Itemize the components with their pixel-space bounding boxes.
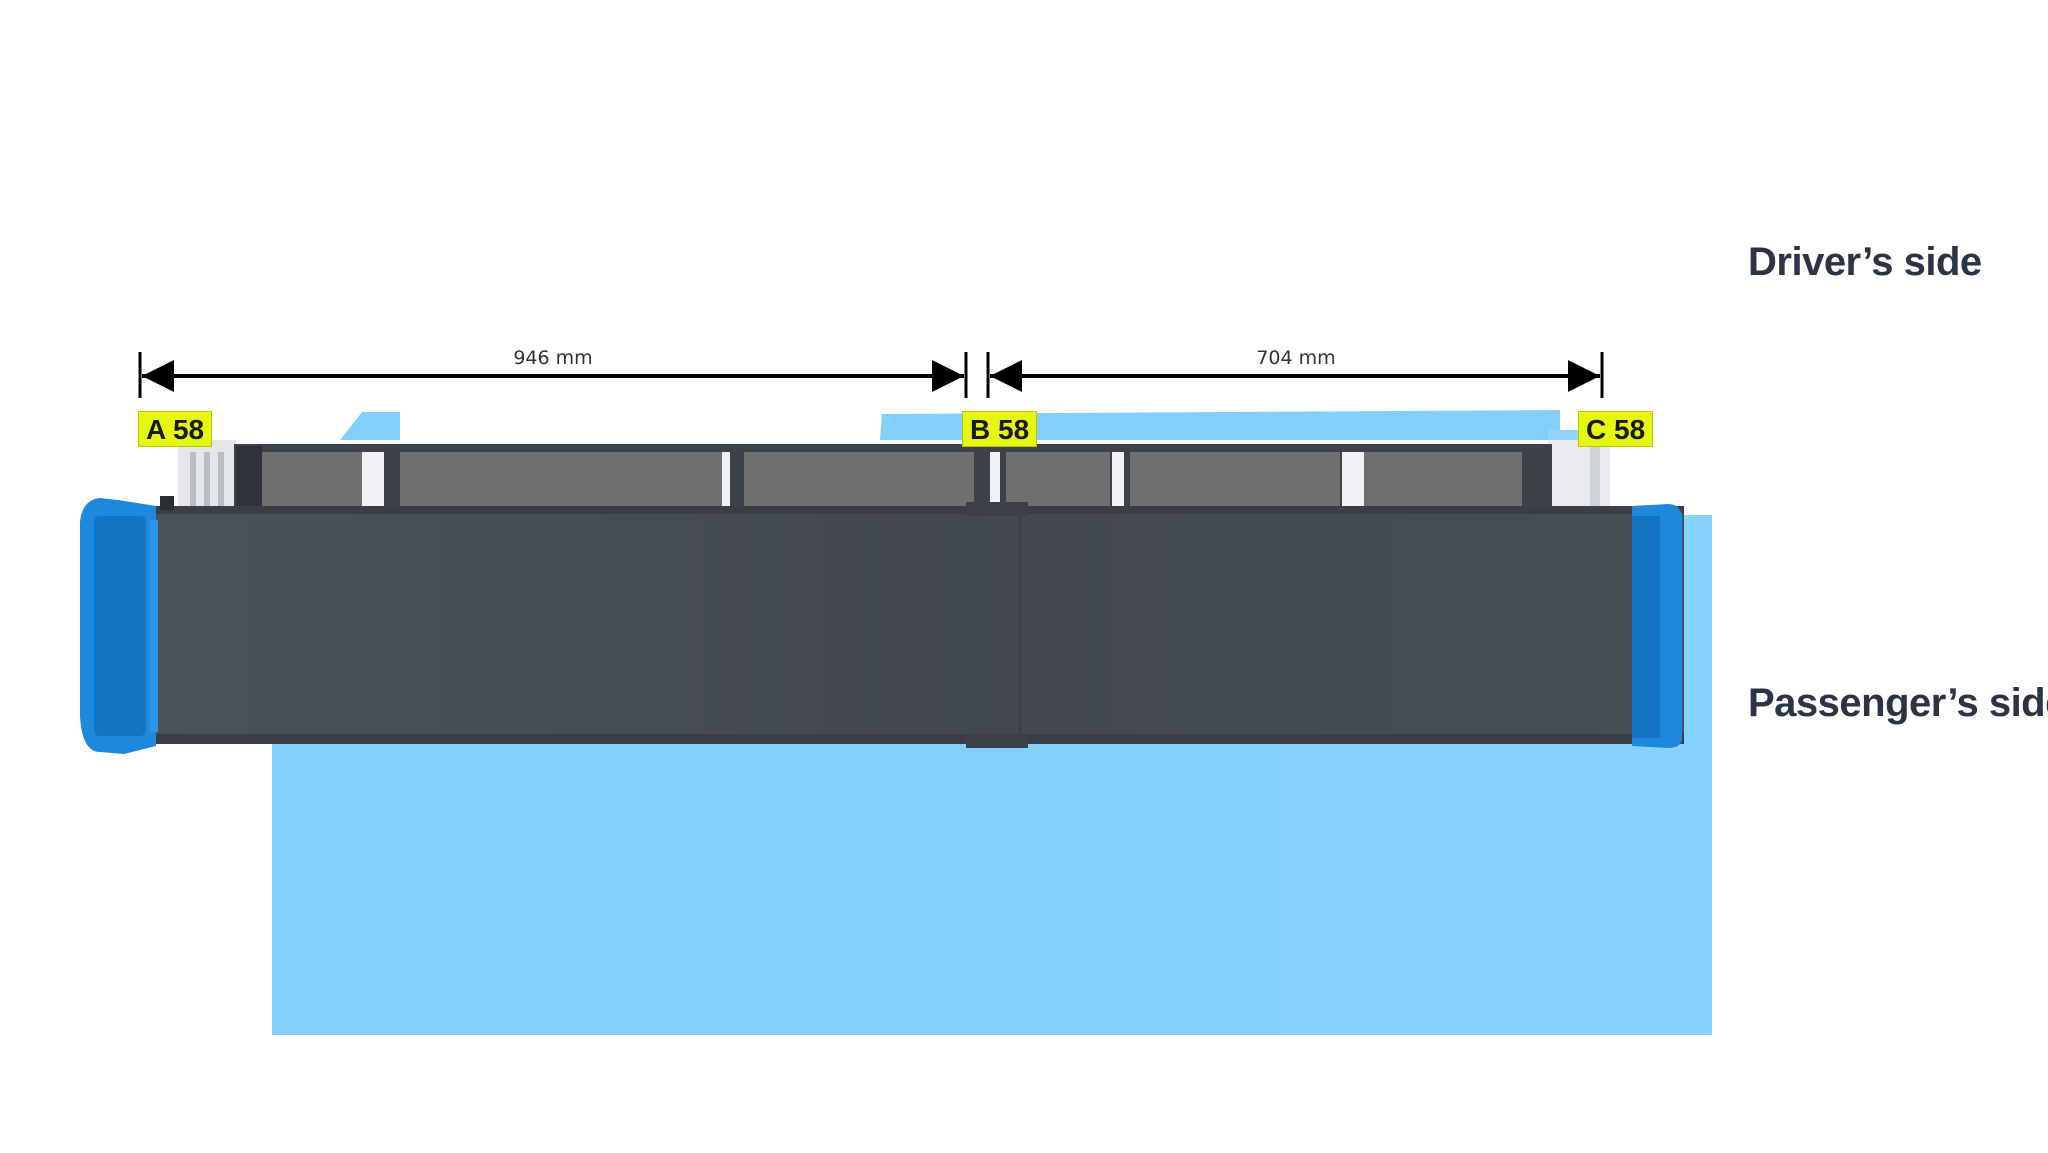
roof-box (118, 496, 1684, 748)
passengers-side-label: Passenger’s side (1748, 681, 2048, 725)
dimension-1-label: 946 mm (513, 347, 592, 369)
position-marker-b: B 58 (962, 411, 1038, 447)
position-marker-c: C 58 (1578, 411, 1654, 447)
drivers-side-label: Driver’s side (1748, 240, 1982, 284)
dimension-2: 704 mm (986, 347, 1604, 398)
dimension-1: 946 mm (138, 347, 968, 398)
dimension-2-label: 704 mm (1256, 347, 1335, 369)
end-cap-right (1632, 504, 1682, 748)
end-cap-left (80, 498, 158, 754)
rail-supports (178, 440, 1610, 508)
crossbar-tray (234, 444, 1552, 510)
position-marker-a: A 58 (138, 411, 213, 447)
